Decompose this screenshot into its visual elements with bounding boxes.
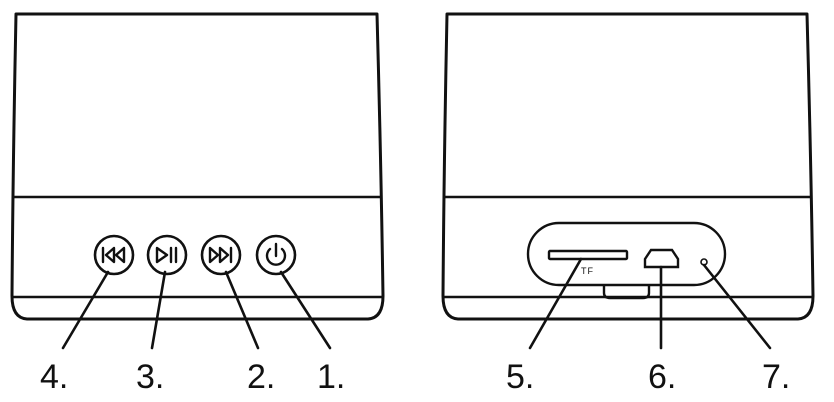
port-panel: [526, 221, 727, 287]
micro-usb-port-icon: [643, 248, 680, 269]
micro-usb-port[interactable]: [643, 248, 680, 269]
next-track-icon: [208, 246, 233, 264]
back-view: TF 5. 6. 7.: [441, 12, 815, 396]
tf-card-slot[interactable]: [547, 249, 629, 261]
tf-slot-label: TF: [581, 266, 594, 276]
tf-card-slot-icon: [547, 249, 629, 261]
front-view: 4. 3. 2. 1.: [10, 12, 385, 396]
play-pause-icon: [155, 246, 178, 264]
next-button[interactable]: [200, 234, 242, 276]
front-speaker-body: [10, 12, 385, 321]
power-button[interactable]: [255, 234, 297, 276]
play-pause-button[interactable]: [146, 234, 188, 276]
callout-4: 4.: [40, 358, 68, 396]
previous-button[interactable]: [93, 234, 135, 276]
leader-line-3: [150, 270, 167, 350]
callout-6: 6.: [648, 358, 676, 396]
leader-line-2: [224, 270, 260, 350]
leader-line-5: [528, 257, 583, 350]
leader-line-7: [702, 263, 772, 350]
callout-7: 7.: [762, 358, 790, 396]
back-speaker-body: [441, 12, 815, 321]
callout-3: 3.: [136, 358, 164, 396]
callout-5: 5.: [506, 358, 534, 396]
callout-1: 1.: [317, 358, 345, 396]
power-icon: [265, 242, 287, 266]
panel-tab: [602, 285, 651, 300]
previous-track-icon: [101, 246, 126, 264]
leader-line-4: [61, 270, 110, 350]
leader-line-1: [279, 270, 332, 350]
callout-2: 2.: [247, 358, 275, 396]
